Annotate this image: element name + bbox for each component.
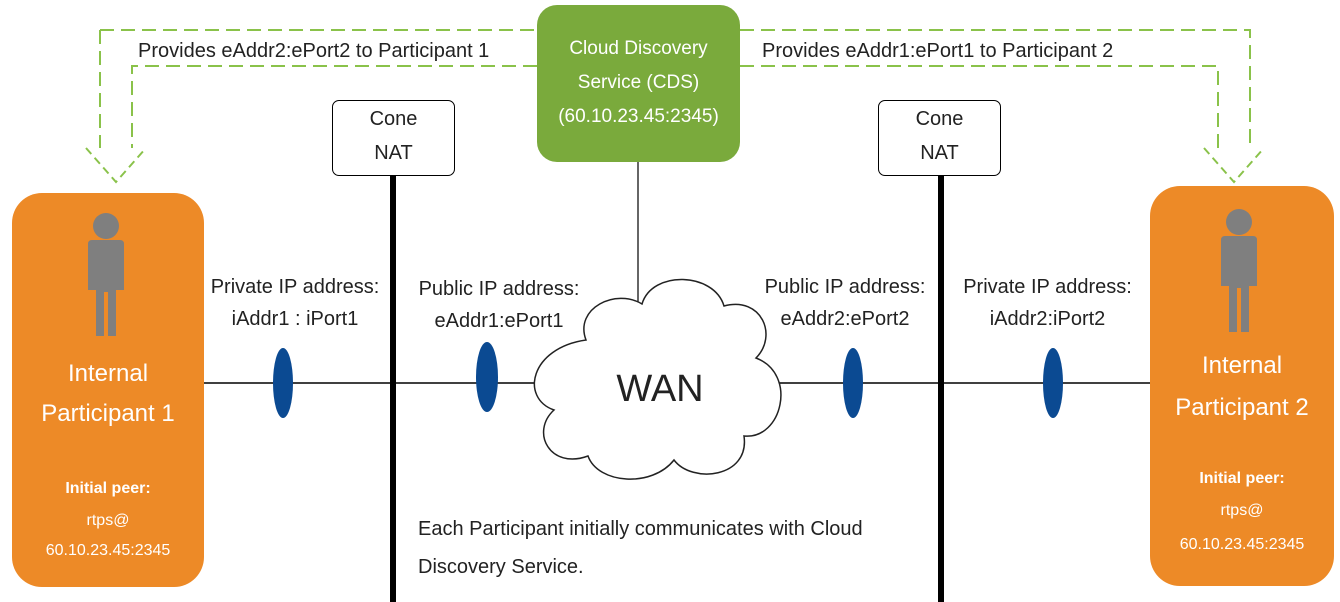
public-ip-label-2: Public IP address: bbox=[764, 276, 926, 298]
person-icon-participant2 bbox=[1221, 209, 1257, 332]
dashed-arrow-inner-left bbox=[131, 65, 537, 148]
public-ip-label-1: Public IP address: bbox=[418, 278, 580, 300]
private-ip-label-2: Private IP address: bbox=[963, 276, 1132, 298]
person-icon-participant1 bbox=[88, 213, 124, 336]
participant2-peer-line2: 60.10.23.45:2345 bbox=[1179, 536, 1305, 553]
public-ip-value-2: eAddr2:ePort2 bbox=[780, 308, 910, 330]
note-line2: Discovery Service. bbox=[418, 556, 584, 578]
arrow-label-left: Provides eAddr2:ePort2 to Participant 1 bbox=[138, 40, 490, 62]
participant2-name-line2: Participant 2 bbox=[1175, 394, 1309, 421]
participant2-peer-line1: rtps@ bbox=[1220, 502, 1264, 519]
private-ip-value-1: iAddr1 : iPort1 bbox=[231, 308, 359, 330]
endpoint-private-1 bbox=[273, 348, 293, 418]
wan-cloud bbox=[533, 278, 782, 480]
private-ip-value-2: iAddr2:iPort2 bbox=[989, 308, 1106, 330]
cds-title-line1: Cloud Discovery bbox=[569, 38, 708, 59]
public-ip-value-1: eAddr1:ePort1 bbox=[434, 310, 564, 332]
cds-title-line2: Service (CDS) bbox=[577, 72, 700, 93]
cds-box bbox=[537, 5, 740, 162]
nat-box-left bbox=[332, 100, 455, 176]
participant1-box bbox=[12, 193, 204, 587]
participant2-name-line1: Internal bbox=[1201, 352, 1283, 379]
arrow-label-right: Provides eAddr1:ePort1 to Participant 2 bbox=[762, 40, 1114, 62]
participant1-peer-line1: rtps@ bbox=[86, 512, 130, 529]
dashed-arrowhead-left bbox=[85, 147, 147, 184]
note-line1: Each Participant initially communicates … bbox=[418, 518, 863, 540]
nat-left-line1: Cone bbox=[369, 108, 418, 130]
dashed-arrow-inner-right bbox=[740, 65, 1219, 148]
nat-left-line2: NAT bbox=[374, 142, 413, 164]
nat-right-line1: Cone bbox=[915, 108, 964, 130]
nat-right-line2: NAT bbox=[920, 142, 959, 164]
participant2-box bbox=[1150, 186, 1334, 586]
cds-address: (60.10.23.45:2345) bbox=[558, 106, 719, 127]
participant2-peer-label: Initial peer: bbox=[1199, 470, 1285, 487]
dashed-arrowhead-right bbox=[1203, 147, 1265, 184]
endpoint-private-2 bbox=[1043, 348, 1063, 418]
dashed-arrow-outer-right bbox=[740, 29, 1251, 148]
participant1-peer-line2: 60.10.23.45:2345 bbox=[45, 542, 171, 559]
nat-box-right bbox=[878, 100, 1001, 176]
participant1-name-line2: Participant 1 bbox=[41, 400, 175, 427]
participant1-name-line1: Internal bbox=[67, 360, 149, 387]
private-ip-label-1: Private IP address: bbox=[210, 276, 380, 298]
endpoint-public-2 bbox=[843, 348, 863, 418]
endpoint-public-1 bbox=[476, 342, 498, 412]
participant1-peer-label: Initial peer: bbox=[65, 480, 151, 497]
wan-label: WAN bbox=[616, 368, 704, 410]
